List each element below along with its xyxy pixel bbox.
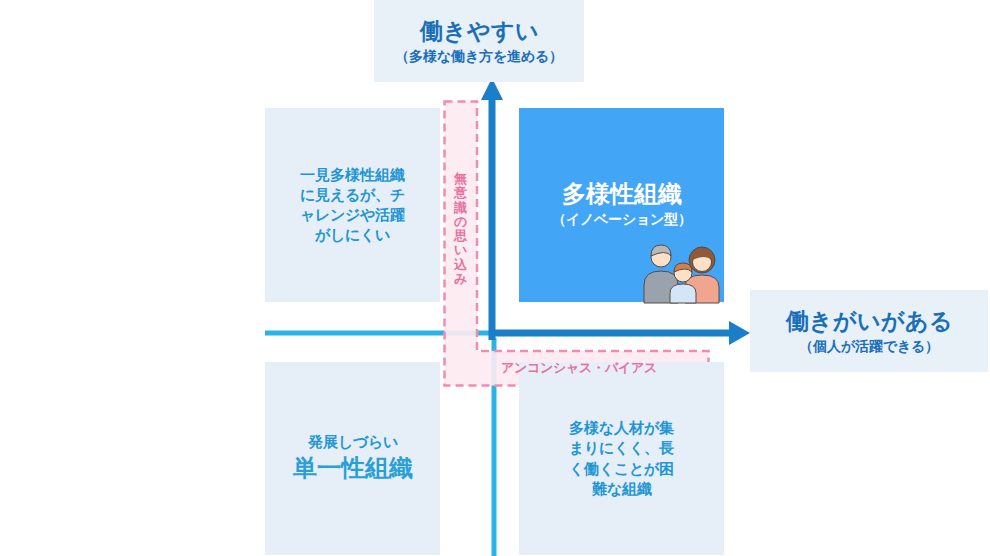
axis-arrow: [489, 98, 496, 340]
node-title: 多様性組織: [562, 178, 682, 210]
node-subtitle: （多様な働き方を進める）: [395, 47, 563, 66]
node-title: 無意識の思い込み: [454, 172, 467, 286]
node-title: 一見多様性組織に見えるが、チャレンジや活躍がしにくい: [298, 165, 408, 246]
node-subtitle: （個人が活躍できる）: [799, 337, 939, 356]
node-title: 多様な人材が集まりにくく、長く働くことが困難な組織: [567, 418, 677, 499]
node-subtitle: 単一性組織: [293, 452, 413, 484]
node-title: 発展しづらい: [308, 432, 398, 452]
quadrant-box: 多様な人材が集まりにくく、長く働くことが困難な組織: [519, 362, 724, 555]
node-title: 働きやすい: [420, 16, 539, 47]
quadrant-box: 一見多様性組織に見えるが、チャレンジや活躍がしにくい: [265, 108, 440, 302]
node-subtitle: （イノベーション型）: [552, 210, 692, 229]
axis-arrow: [489, 330, 730, 337]
quadrant-box: 発展しづらい単一性組織: [265, 362, 440, 555]
arrow-head: [729, 321, 750, 345]
node-title: 働きがいがある: [786, 306, 953, 337]
family-illustration: [639, 237, 725, 303]
axis-label-box: 働きやすい（多様な働き方を進める）: [374, 0, 584, 82]
axis-label-box: 働きがいがある（個人が活躍できる）: [750, 290, 988, 372]
quadrant-box-highlight: 多様性組織（イノベーション型）: [519, 108, 724, 302]
node-subtitle: アンコンシャス・バイアス: [501, 353, 701, 383]
